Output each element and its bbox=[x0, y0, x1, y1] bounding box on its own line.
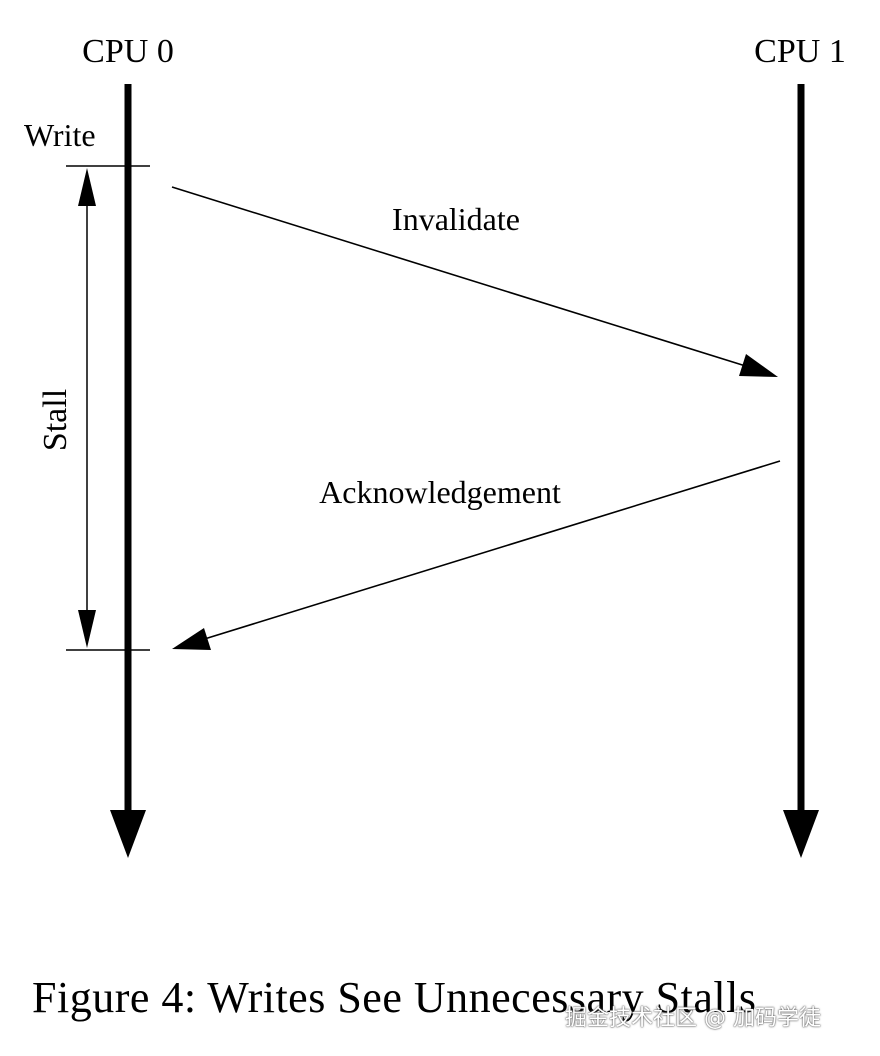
invalidate-arrowhead bbox=[739, 354, 778, 377]
acknowledgement-arrow bbox=[197, 460, 781, 642]
stall-arrowhead-up bbox=[78, 168, 96, 206]
figure-caption: Figure 4: Writes See Unnecessary Stalls bbox=[32, 973, 757, 1022]
write-label: Write bbox=[24, 117, 96, 153]
cpu0-label: CPU 0 bbox=[82, 33, 174, 70]
invalidate-arrow bbox=[171, 186, 753, 369]
cpu0-timeline-arrowhead bbox=[110, 810, 146, 858]
timing-diagram: CPU 0 CPU 1 Write Stall Invalidate Ackno… bbox=[24, 33, 846, 858]
stall-label: Stall bbox=[37, 389, 74, 451]
cpu1-label: CPU 1 bbox=[754, 33, 846, 70]
watermark: 掘金技术社区 @ 加码学徒 bbox=[565, 1006, 821, 1031]
acknowledgement-label: Acknowledgement bbox=[319, 474, 561, 510]
acknowledgement-arrowhead bbox=[172, 628, 211, 650]
invalidate-label: Invalidate bbox=[392, 201, 520, 237]
cpu1-timeline-arrowhead bbox=[783, 810, 819, 858]
stall-arrowhead-down bbox=[78, 610, 96, 648]
